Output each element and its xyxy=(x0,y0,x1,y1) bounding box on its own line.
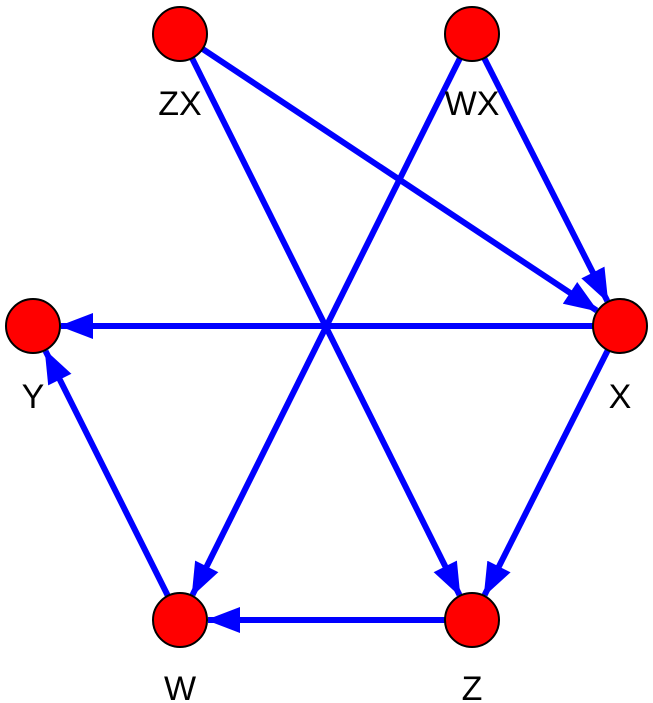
edge-wx-to-x xyxy=(481,56,611,303)
node-label-wx: WX xyxy=(445,85,500,123)
node-circle xyxy=(5,298,61,354)
node-label-w: W xyxy=(164,670,196,703)
node-z: Z xyxy=(444,592,500,703)
node-circle xyxy=(444,6,500,62)
node-wx: WX xyxy=(444,6,500,123)
node-w: W xyxy=(152,592,208,703)
node-y: Y xyxy=(5,298,61,416)
edge-w-to-y xyxy=(42,349,171,598)
node-x: X xyxy=(592,298,648,416)
node-circle xyxy=(444,592,500,648)
edges-layer xyxy=(42,46,611,633)
node-label-z: Z xyxy=(462,670,483,703)
node-label-x: X xyxy=(609,378,632,416)
node-circle xyxy=(152,6,208,62)
node-label-zx: ZX xyxy=(158,85,201,123)
nodes-layer: ZX WX Y X W Z xyxy=(5,6,648,703)
edge-x-to-z xyxy=(481,348,611,597)
node-zx: ZX xyxy=(152,6,208,123)
node-circle xyxy=(152,592,208,648)
node-label-y: Y xyxy=(22,378,45,416)
node-circle xyxy=(592,298,648,354)
